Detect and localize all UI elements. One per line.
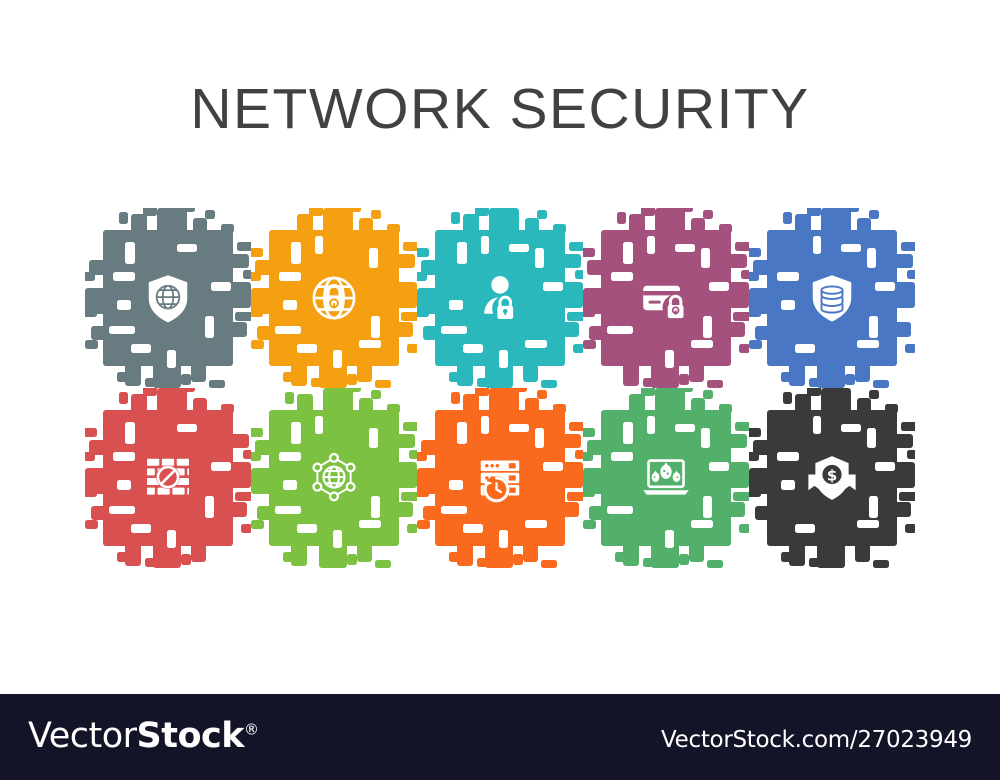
infographic-canvas: NETWORK SECURITY	[85, 77, 915, 568]
watermark-footer: VectorStock® VectorStock.com/27023949	[0, 694, 1000, 780]
tile-3[interactable]	[417, 208, 583, 388]
watermark-url: VectorStock.com/27023949	[661, 727, 972, 753]
tile-shape	[749, 388, 915, 568]
tile-shape	[85, 388, 251, 568]
tile-shape	[251, 208, 417, 388]
tile-4[interactable]	[583, 208, 749, 388]
tile-7[interactable]	[251, 388, 417, 568]
tile-5[interactable]	[749, 208, 915, 388]
tile-10[interactable]: $	[749, 388, 915, 568]
tile-shape	[85, 208, 251, 388]
tile-shape	[583, 388, 749, 568]
tile-9[interactable]	[583, 388, 749, 568]
tile-shape	[251, 388, 417, 568]
tile-shape	[417, 388, 583, 568]
logo-text-vector: Vector	[28, 716, 137, 756]
logo-text-stock: Stock	[136, 716, 245, 756]
tile-6[interactable]	[85, 388, 251, 568]
tile-shape	[749, 208, 915, 388]
tile-1[interactable]	[85, 208, 251, 388]
page-title: NETWORK SECURITY	[190, 77, 810, 141]
tile-shape	[417, 208, 583, 388]
tile-2[interactable]	[251, 208, 417, 388]
registered-mark-icon: ®	[244, 720, 259, 739]
tile-grid: $	[85, 208, 915, 568]
tile-shape	[583, 208, 749, 388]
vectorstock-logo: VectorStock®	[28, 716, 259, 756]
tile-8[interactable]	[417, 388, 583, 568]
